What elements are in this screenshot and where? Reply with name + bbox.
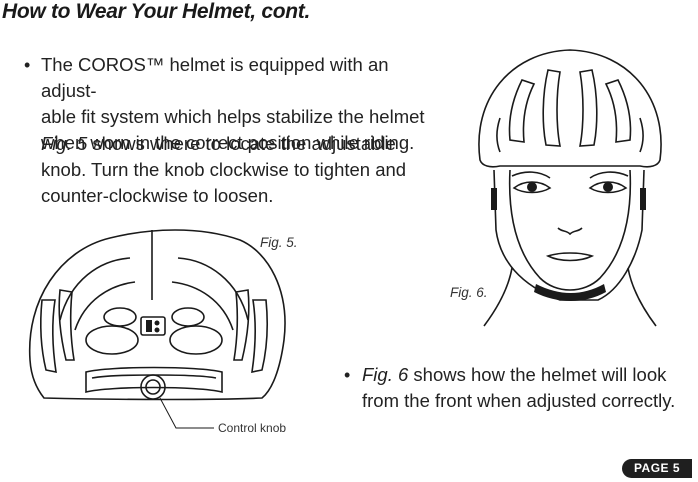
front-view-paragraph: Fig. 6 shows how the helmet will look fr… xyxy=(362,362,692,414)
figure-reference: Fig. 5 xyxy=(41,133,88,154)
knob-paragraph: Fig. 5 shows where to locate the adjusta… xyxy=(41,131,441,209)
fit-system-paragraph: The COROS™ helmet is equipped with an ad… xyxy=(41,52,441,156)
text-line: Fig. 6 shows how the helmet will look xyxy=(362,362,692,388)
page-title: How to Wear Your Helmet, cont. xyxy=(2,0,310,23)
text-line: knob. Turn the knob clockwise to tighten… xyxy=(41,159,407,180)
figure-5-label: Fig. 5. xyxy=(260,235,298,250)
text-line: from the front when adjusted correctly. xyxy=(362,390,676,411)
figure-6-label: Fig. 6. xyxy=(450,285,488,300)
text-line: Fig. 5 shows where to locate the adjusta… xyxy=(41,131,441,157)
text-line: counter-clockwise to loosen. xyxy=(41,185,274,206)
bullet-marker: • xyxy=(24,55,31,75)
text-line: The COROS™ helmet is equipped with an ad… xyxy=(41,54,389,101)
figure-reference: Fig. 6 xyxy=(362,364,409,385)
text-line: when worn in the correct position while … xyxy=(41,132,415,153)
bullet-marker: • xyxy=(344,365,351,385)
text-line: able fit system which helps stabilize th… xyxy=(41,106,425,127)
page-number-badge: PAGE 5 xyxy=(622,459,692,478)
control-knob-callout: Control knob xyxy=(218,421,287,435)
text-span: shows where to locate the adjustable xyxy=(87,133,396,154)
text-span: shows how the helmet will look xyxy=(408,364,667,385)
